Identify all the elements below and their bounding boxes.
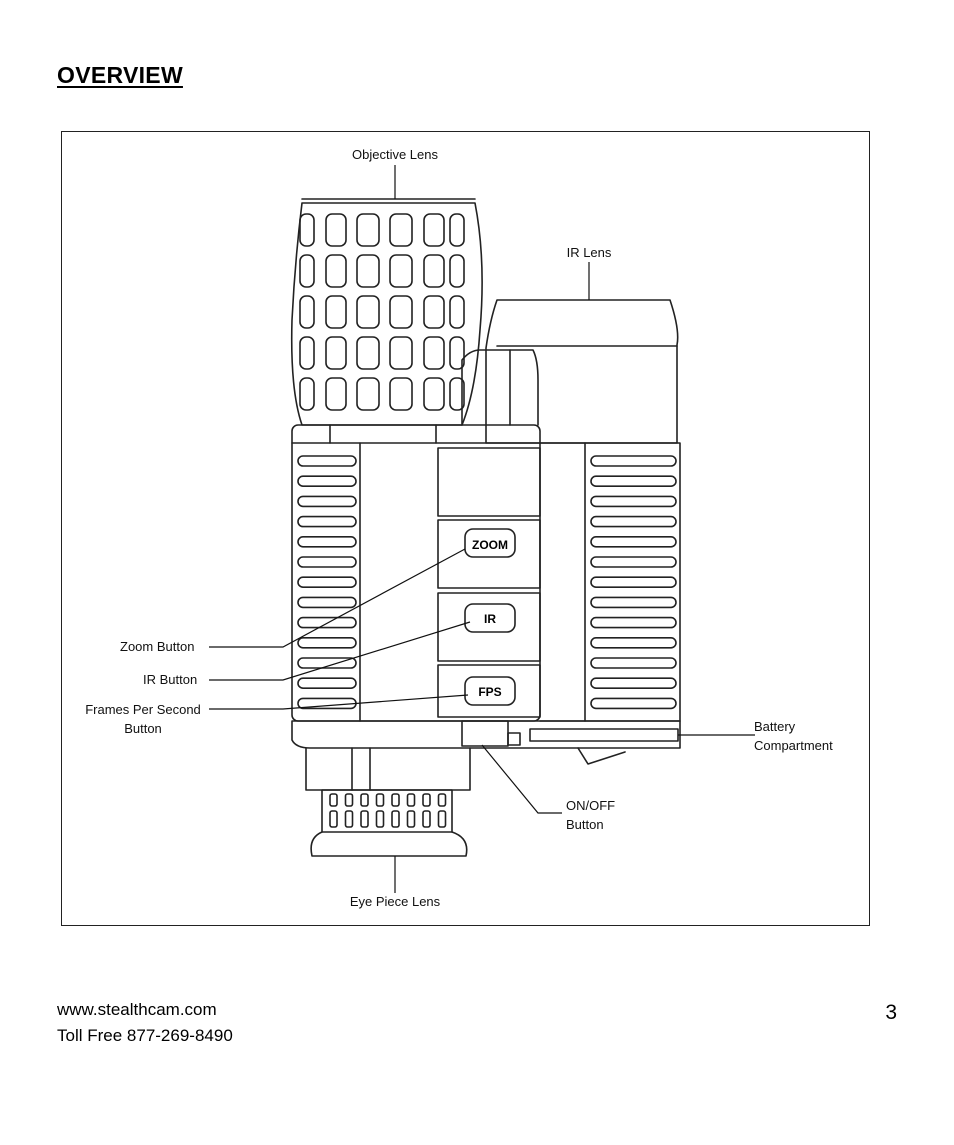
label-ir-lens: IR Lens: [566, 245, 612, 260]
grip-cell: [389, 377, 413, 411]
grip-rib: [297, 455, 357, 467]
grip-cell: [356, 295, 380, 329]
grip-rib: [590, 535, 677, 548]
grip-cell: [325, 254, 347, 288]
grip-cell: [299, 336, 315, 370]
eyepiece-cell: [391, 810, 400, 828]
grip-cell: [423, 295, 445, 329]
page-number: 3: [885, 1001, 897, 1024]
eyepiece-cell: [329, 810, 338, 828]
grip-cell: [356, 377, 380, 411]
grip-rib: [590, 596, 677, 609]
grip-cell: [389, 213, 413, 247]
grip-rib: [297, 556, 357, 568]
footer-phone: Toll Free 877-269-8490: [57, 1026, 233, 1045]
grip-cell: [325, 213, 347, 247]
eyepiece-cell: [437, 810, 447, 828]
grip-cell: [299, 254, 315, 288]
grip-cell: [299, 295, 315, 329]
grip-rib: [590, 455, 677, 467]
grip-rib: [297, 576, 357, 589]
eyepiece-cell: [437, 793, 447, 807]
page-title: OVERVIEW: [57, 62, 183, 88]
grip-cell: [325, 295, 347, 329]
zoom-button-text: ZOOM: [472, 538, 508, 552]
label-battery-line2: Compartment: [754, 738, 833, 753]
label-battery-compartment: Battery Compartment: [754, 717, 833, 755]
eyepiece-cell: [344, 810, 354, 828]
grip-rib: [590, 576, 677, 589]
ir-lens: [461, 299, 679, 444]
grip-cell: [449, 295, 465, 329]
label-fps-line2: Button: [124, 721, 162, 736]
grip-rib: [590, 515, 677, 528]
eyepiece-cell: [360, 793, 369, 807]
label-eye-piece-lens: Eye Piece Lens: [349, 894, 441, 909]
label-battery-line1: Battery: [754, 719, 796, 734]
label-objective-lens: Objective Lens: [352, 147, 438, 162]
objective-lens: [290, 198, 483, 426]
grip-cell: [449, 336, 465, 370]
grip-rib: [297, 535, 357, 548]
ir-button-text: IR: [484, 612, 496, 626]
label-zoom-button: Zoom Button: [120, 639, 195, 654]
grip-cell: [423, 377, 445, 411]
label-onoff-button: ON/OFF Button: [566, 796, 615, 834]
label-onoff-line2: Button: [566, 817, 604, 832]
grip-rib: [297, 616, 357, 629]
grip-rib: [590, 495, 677, 508]
grip-cell: [325, 377, 347, 411]
grip-cell: [389, 295, 413, 329]
grip-rib: [590, 556, 677, 568]
grip-rib: [590, 697, 677, 710]
grip-cell: [423, 254, 445, 288]
grip-cell: [299, 377, 315, 411]
eyepiece-cell: [406, 810, 416, 828]
grip-cell: [389, 254, 413, 288]
grip-rib: [297, 495, 357, 508]
eyepiece-cell: [375, 793, 385, 807]
grip-cell: [449, 213, 465, 247]
grip-rib: [297, 657, 357, 669]
grip-rib: [297, 475, 357, 488]
label-ir-button: IR Button: [143, 672, 198, 687]
grip-cell: [449, 377, 465, 411]
grip-cell: [423, 336, 445, 370]
eyepiece-cell: [329, 793, 338, 807]
grip-cell: [299, 213, 315, 247]
grip-rib: [297, 677, 357, 690]
label-fps-line1: Frames Per Second: [85, 702, 201, 717]
grip-cell: [449, 254, 465, 288]
leader-lines: [209, 165, 755, 893]
grip-rib: [297, 515, 357, 528]
grip-rib: [590, 616, 677, 629]
grip-rib: [590, 636, 677, 649]
grip-cell: [356, 254, 380, 288]
fps-button-text: FPS: [478, 685, 501, 699]
eyepiece-cell: [422, 810, 431, 828]
grip-cell: [356, 336, 380, 370]
grip-cell: [325, 336, 347, 370]
diagram-frame: [61, 131, 870, 926]
grip-cell: [389, 336, 413, 370]
grip-rib: [590, 677, 677, 690]
eyepiece-cell: [375, 810, 385, 828]
grip-rib: [297, 636, 357, 649]
grip-cell: [423, 213, 445, 247]
grip-rib: [590, 657, 677, 669]
eyepiece-cell: [422, 793, 431, 807]
main-body: [291, 424, 681, 765]
label-onoff-line1: ON/OFF: [566, 798, 616, 813]
label-fps-button: Frames Per Second Button: [78, 700, 208, 738]
eyepiece-cell: [406, 793, 416, 807]
grip-cell: [356, 213, 380, 247]
grip-rib: [297, 596, 357, 609]
footer-url: www.stealthcam.com: [57, 1000, 217, 1019]
grip-rib: [590, 475, 677, 488]
eyepiece-cell: [360, 810, 369, 828]
eyepiece-cell: [391, 793, 400, 807]
eye-piece-lens: [305, 747, 471, 857]
eyepiece-cell: [344, 793, 354, 807]
